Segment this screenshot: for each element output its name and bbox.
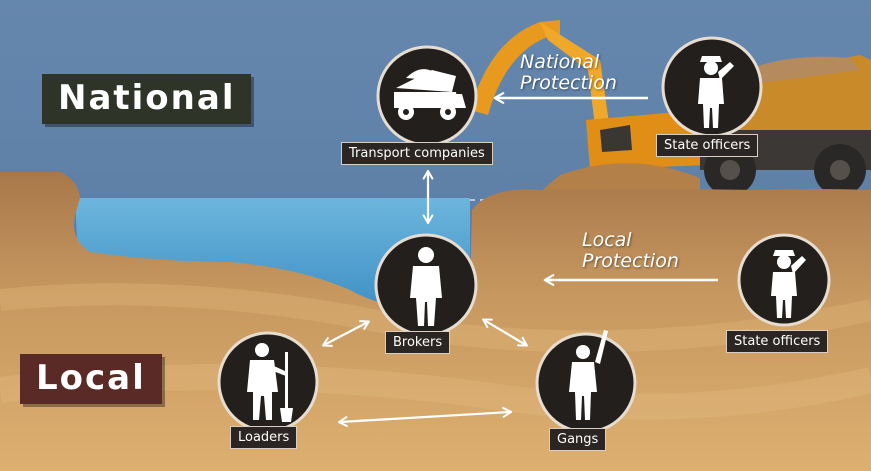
brokers-label: Brokers bbox=[385, 331, 451, 354]
node-state-officers-local bbox=[737, 233, 831, 327]
local-level-label: Local bbox=[20, 354, 162, 404]
national-protection-line1: National bbox=[520, 51, 600, 73]
river-water bbox=[75, 198, 470, 313]
worker-shovel-icon bbox=[247, 343, 293, 422]
dump-truck-icon bbox=[394, 69, 466, 120]
node-state-officers-national bbox=[661, 36, 763, 138]
national-protection-label: National Protection bbox=[520, 52, 617, 94]
transport-companies-label: Transport companies bbox=[341, 142, 493, 165]
gangs-label: Gangs bbox=[549, 428, 607, 451]
arrow-brokers-loaders bbox=[322, 320, 370, 347]
national-level-label: National bbox=[42, 74, 252, 124]
node-brokers bbox=[374, 233, 478, 337]
arrow-loaders-gangs bbox=[337, 407, 513, 427]
node-gangs bbox=[535, 330, 637, 434]
national-protection-line2: Protection bbox=[520, 72, 617, 94]
loaders-label: Loaders bbox=[230, 426, 298, 449]
state-officers-national-label: State officers bbox=[656, 134, 759, 157]
arrow-brokers-gangs bbox=[482, 318, 528, 347]
saluting-officer-icon bbox=[698, 56, 734, 128]
state-officers-local-label: State officers bbox=[726, 330, 829, 353]
node-loaders bbox=[217, 331, 319, 433]
gang-member-bat-icon bbox=[569, 330, 608, 420]
businessman-icon bbox=[410, 247, 442, 326]
local-protection-label: Local Protection bbox=[582, 230, 679, 272]
local-protection-line1: Local bbox=[582, 229, 632, 251]
node-transport-companies bbox=[376, 45, 478, 147]
saluting-officer-icon bbox=[771, 250, 806, 318]
local-protection-line2: Protection bbox=[582, 250, 679, 272]
